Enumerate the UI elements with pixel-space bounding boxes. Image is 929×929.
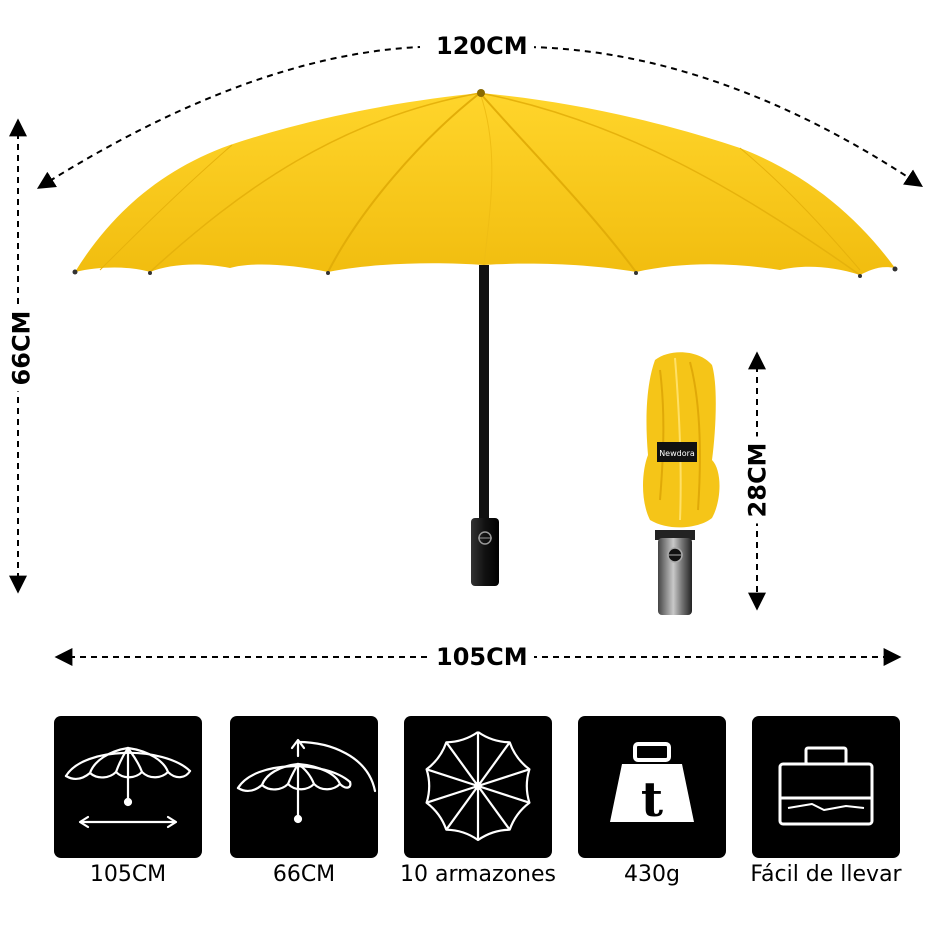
rib-line — [477, 741, 511, 787]
rib-line — [445, 785, 479, 831]
folded-umbrella: Newdora — [643, 352, 720, 615]
feature-label-weight: 430g — [624, 862, 680, 887]
rib-line — [445, 741, 479, 787]
feature-tile-height — [230, 716, 378, 858]
brand-label: Newdora — [659, 449, 695, 458]
weight-letter: t — [641, 772, 663, 828]
feature-label-width: 105CM — [89, 862, 167, 887]
width-arc-arrow — [36, 46, 421, 189]
umbrella-height-icon — [236, 738, 377, 824]
width-arc-label: 120CM — [430, 32, 534, 60]
folded-length-label: 28CM — [743, 436, 772, 524]
ten-ribs-icon — [425, 731, 531, 842]
feature-label-carry: Fácil de llevar — [750, 862, 902, 887]
open-width-label: 105CM — [430, 643, 534, 671]
feature-label-height: 66CM — [272, 862, 336, 887]
feature-tile-carry — [752, 716, 900, 858]
height-label: 66CM — [7, 304, 36, 392]
rib-line — [477, 785, 511, 831]
open-umbrella-width-icon — [64, 746, 192, 829]
briefcase-icon — [778, 746, 874, 826]
rib-line — [477, 784, 530, 804]
rib-line — [426, 768, 479, 788]
weight-icon: t — [610, 742, 694, 828]
feature-label-ribs: 10 armazones — [400, 862, 556, 887]
width-arc-arrow-right — [529, 46, 923, 187]
rib-line — [426, 784, 479, 804]
rib-line — [477, 768, 530, 788]
open-umbrella — [72, 89, 898, 586]
